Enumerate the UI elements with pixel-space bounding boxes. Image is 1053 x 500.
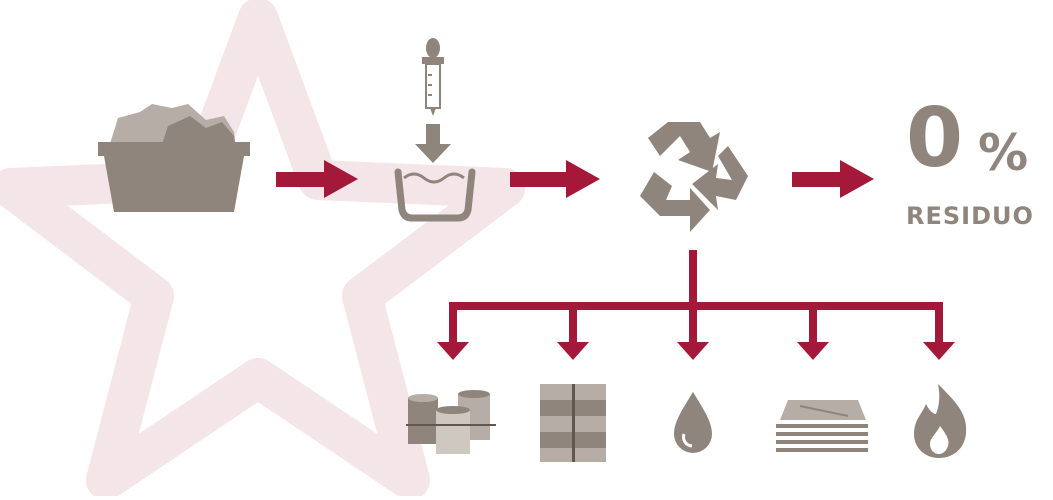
stacked-bales-icon	[540, 384, 606, 462]
star-outline-icon	[0, 0, 525, 500]
oil-drop-icon	[674, 392, 712, 453]
waste-container-icon	[98, 104, 250, 212]
branch-connector	[437, 250, 955, 360]
result-label: RESIDUO	[906, 202, 1034, 230]
recycle-icon	[640, 122, 748, 232]
flame-icon	[914, 384, 967, 458]
arrow-right	[792, 160, 874, 198]
dropper-into-water-icon	[394, 38, 476, 222]
stacked-drums-icon	[406, 390, 496, 454]
arrow-right	[510, 160, 600, 198]
arrow-right	[276, 160, 358, 198]
result-unit: %	[978, 124, 1029, 182]
result-value: 0	[906, 91, 963, 186]
paper-stack-icon	[776, 400, 868, 452]
